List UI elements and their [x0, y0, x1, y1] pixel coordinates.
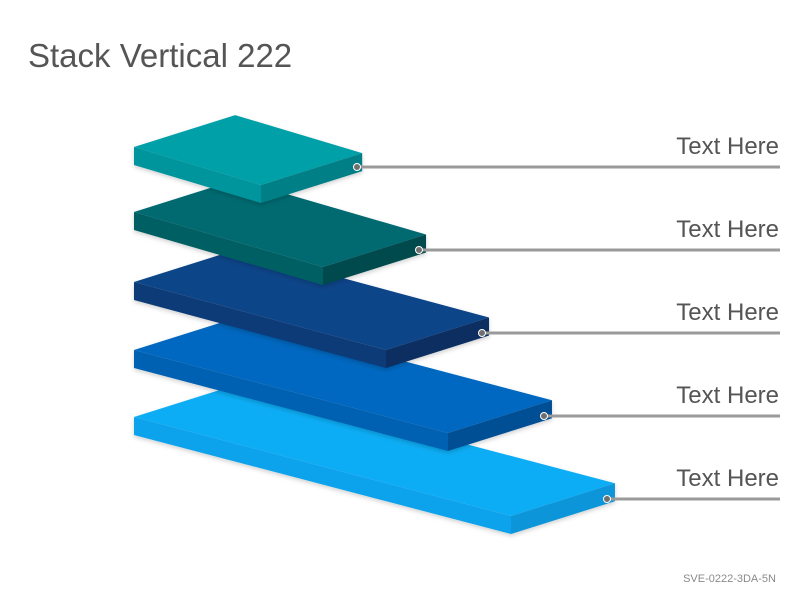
stack-layer-2 — [134, 179, 427, 285]
page-title: Stack Vertical 222 — [28, 37, 293, 74]
layer-label-5: Text Here — [676, 465, 779, 492]
layer-label-4: Text Here — [676, 382, 779, 409]
footer-code: SVE-0222-3DA-5N — [683, 573, 776, 585]
stack-layer-5 — [134, 384, 615, 534]
layer-front-face — [134, 212, 323, 285]
layer-top-face — [134, 115, 363, 185]
layer-front-face — [134, 147, 261, 203]
layer-side-face — [386, 317, 490, 368]
layer-front-face — [134, 417, 511, 534]
stack-layer-4 — [134, 317, 552, 451]
layer-top-face — [134, 317, 552, 433]
layer-side-face — [261, 153, 363, 203]
layer-label-2: Text Here — [676, 216, 779, 243]
layer-top-face — [134, 384, 615, 516]
layer-front-face — [134, 282, 386, 368]
connector-dot-4 — [540, 412, 548, 420]
layer-top-face — [134, 179, 427, 267]
layer-front-face — [134, 350, 448, 451]
layer-label-1: Text Here — [676, 133, 779, 160]
layer-side-face — [448, 400, 552, 451]
stack-layer-1 — [134, 115, 363, 203]
layer-side-face — [323, 234, 427, 285]
connector-dot-5 — [603, 495, 611, 503]
connector-dot-3 — [478, 329, 486, 337]
layer-top-face — [134, 249, 490, 350]
stack-layer-3 — [134, 249, 490, 368]
connector-dot-2 — [415, 246, 423, 254]
layer-label-3: Text Here — [676, 299, 779, 326]
layer-side-face — [511, 483, 615, 534]
connector-dot-1 — [353, 163, 361, 171]
